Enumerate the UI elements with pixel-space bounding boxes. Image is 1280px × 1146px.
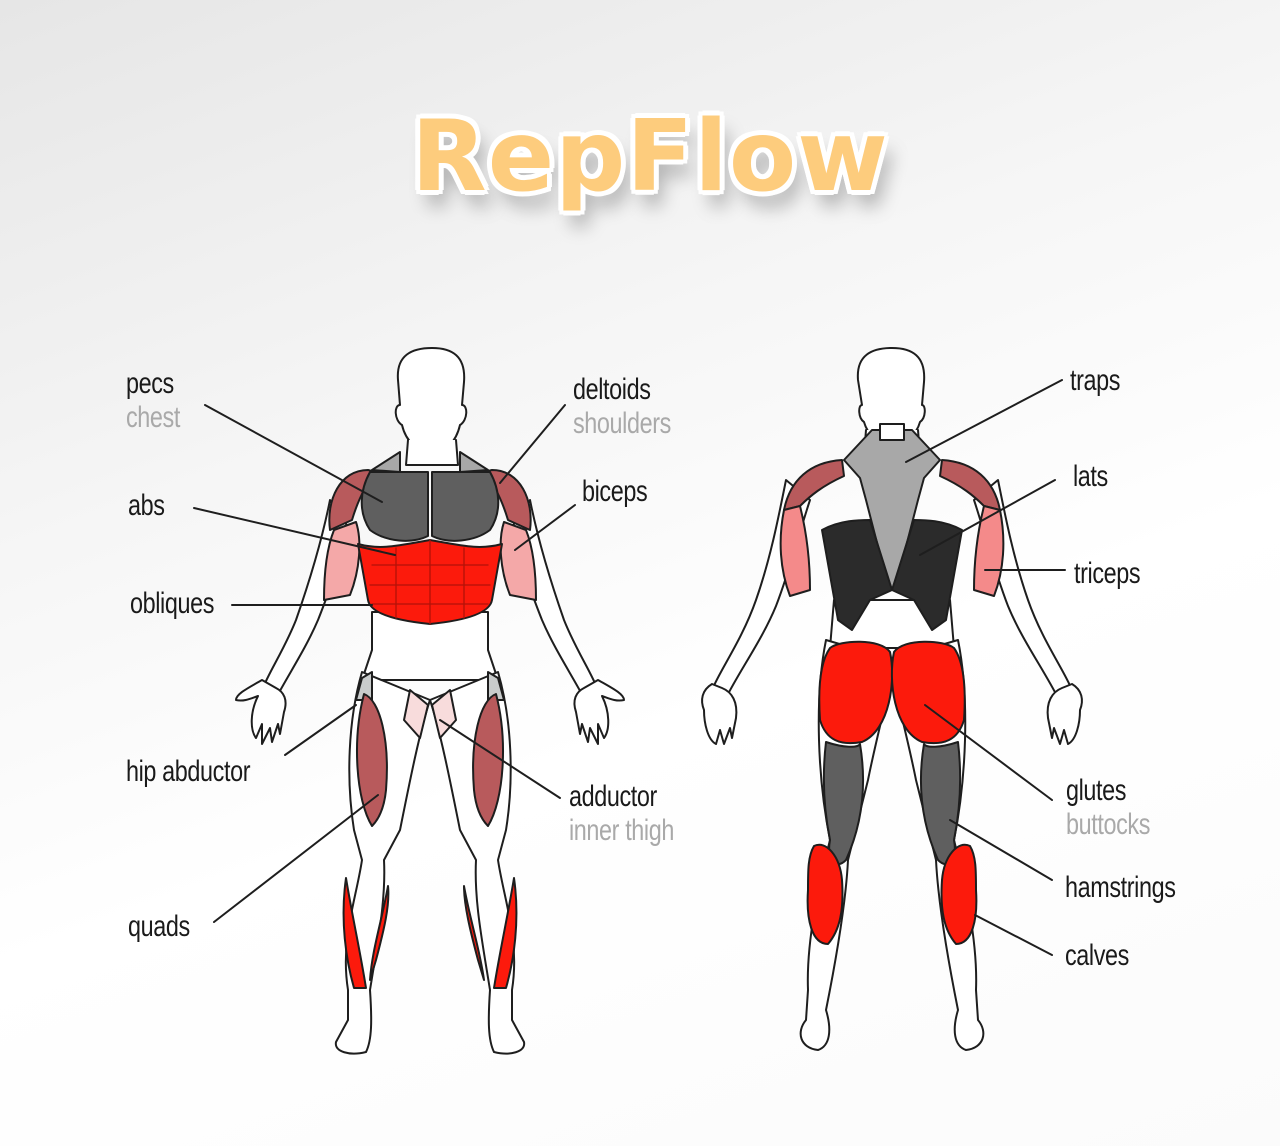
abs-muscle[interactable] bbox=[357, 539, 503, 625]
app-title: RepFlow bbox=[411, 100, 889, 214]
label-lats-name: lats bbox=[1073, 460, 1108, 493]
label-glutes-name: glutes bbox=[1066, 774, 1127, 807]
label-biceps: biceps bbox=[582, 475, 648, 509]
label-pecs-sub: chest bbox=[126, 401, 180, 434]
label-hamstrings: hamstrings bbox=[1065, 871, 1176, 905]
label-pecs-name: pecs bbox=[126, 367, 174, 400]
label-quads-name: quads bbox=[128, 910, 190, 943]
lats-muscle[interactable] bbox=[821, 519, 963, 631]
hip-abductor-muscle[interactable] bbox=[355, 671, 505, 701]
leader-lines bbox=[193, 379, 1066, 956]
label-adductor-name: adductor bbox=[569, 780, 657, 813]
glutes-muscle[interactable] bbox=[818, 640, 966, 745]
label-abs: abs bbox=[128, 489, 165, 523]
deltoids-muscle[interactable] bbox=[328, 469, 532, 531]
label-biceps-name: biceps bbox=[582, 475, 648, 508]
label-glutes-sub: buttocks bbox=[1066, 808, 1151, 841]
label-adductor-sub: inner thigh bbox=[569, 814, 674, 847]
label-calves: calves bbox=[1065, 939, 1129, 973]
label-adductor: adductor inner thigh bbox=[569, 780, 674, 848]
triceps-muscle[interactable] bbox=[779, 505, 1005, 597]
front-shin-muscles bbox=[342, 877, 518, 989]
label-deltoids-name: deltoids bbox=[573, 373, 651, 406]
label-hamstrings-name: hamstrings bbox=[1065, 871, 1176, 904]
label-triceps: triceps bbox=[1074, 557, 1141, 591]
biceps-muscle[interactable] bbox=[323, 521, 537, 601]
label-hip-abductor-name: hip abductor bbox=[126, 755, 251, 788]
label-quads: quads bbox=[128, 910, 190, 944]
calves-muscle[interactable] bbox=[806, 843, 978, 945]
label-traps: traps bbox=[1070, 364, 1120, 398]
label-obliques: obliques bbox=[130, 587, 214, 621]
quads-muscle[interactable] bbox=[356, 693, 504, 827]
label-traps-name: traps bbox=[1070, 364, 1121, 397]
label-glutes: glutes buttocks bbox=[1066, 774, 1150, 842]
label-deltoids: deltoids shoulders bbox=[573, 373, 671, 441]
label-calves-name: calves bbox=[1065, 939, 1129, 972]
pecs-muscle[interactable] bbox=[360, 471, 500, 542]
label-abs-name: abs bbox=[128, 489, 165, 522]
label-lats: lats bbox=[1073, 460, 1108, 494]
label-obliques-name: obliques bbox=[130, 587, 215, 620]
hamstrings-muscle[interactable] bbox=[822, 741, 962, 866]
label-deltoids-sub: shoulders bbox=[573, 407, 671, 440]
label-hip-abductor: hip abductor bbox=[126, 755, 251, 789]
label-pecs: pecs chest bbox=[126, 367, 180, 435]
label-triceps-name: triceps bbox=[1074, 557, 1141, 590]
